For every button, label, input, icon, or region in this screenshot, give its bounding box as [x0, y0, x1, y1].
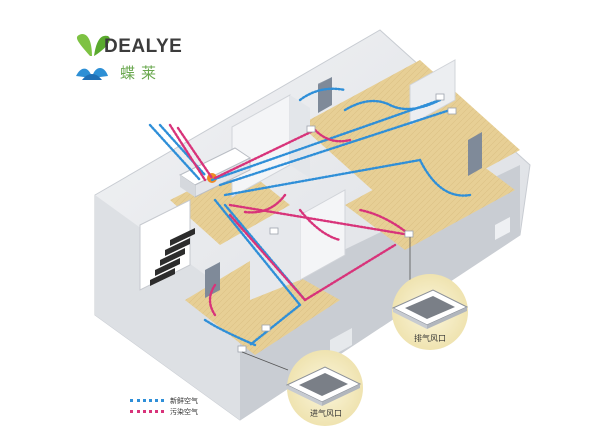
- legend-label-fresh-air: 新鲜空气: [170, 396, 198, 405]
- callout-leaders: [241, 237, 411, 371]
- brand-name-cn: 蝶莱: [120, 64, 163, 82]
- polluted-air-swatch: [130, 410, 164, 413]
- brand-name-en: DEALYE: [104, 36, 183, 57]
- exhaust-vent-label: 排气风口: [414, 334, 446, 343]
- ceiling-vent-icon: [391, 289, 469, 329]
- legend-item-polluted-air: 污染空气: [130, 406, 198, 417]
- ceiling-vent-icon: [285, 366, 362, 406]
- butterfly-logo-icon: [76, 34, 110, 80]
- intake-vent-label: 进气风口: [310, 409, 342, 418]
- intake-vent-callout: [285, 350, 363, 426]
- legend-item-fresh-air: 新鲜空气: [130, 395, 198, 406]
- fresh-air-swatch: [130, 399, 164, 402]
- exhaust-vent-callout: [391, 274, 469, 350]
- ceiling-outlets: [237, 93, 457, 353]
- legend-label-polluted-air: 污染空气: [170, 407, 198, 416]
- staircase: [139, 199, 195, 291]
- fresh-air-flow: [148, 87, 472, 347]
- legend: 新鲜空气 污染空气: [130, 395, 198, 417]
